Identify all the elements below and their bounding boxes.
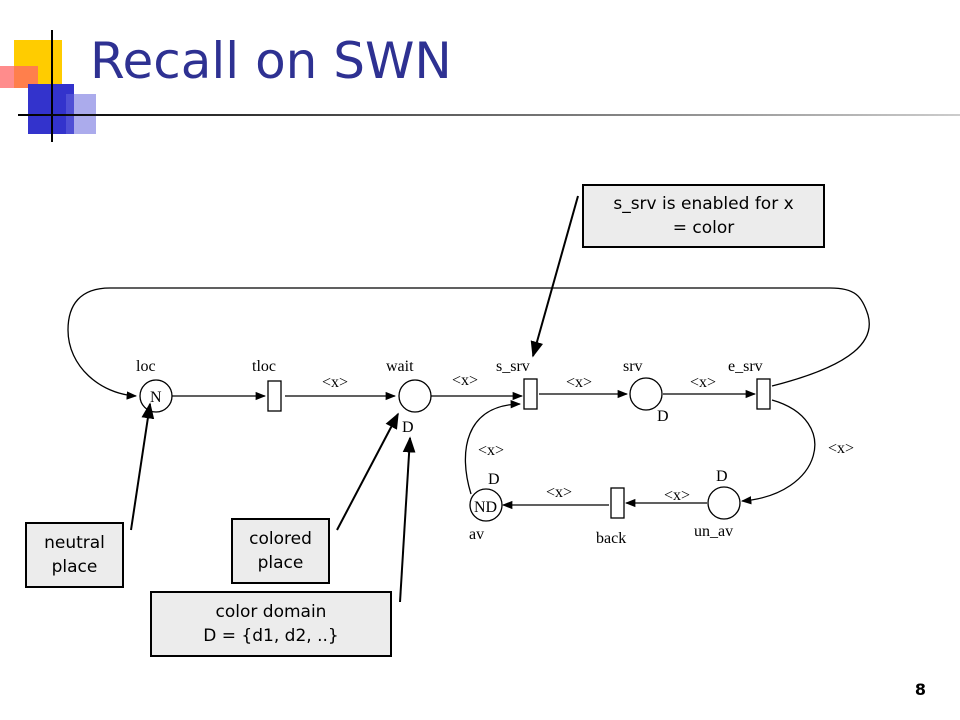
place-wait-label: wait [386,358,414,375]
pointer-neutral [130,402,155,531]
place-loc-marking: N [150,389,162,406]
transition-back [610,487,625,519]
arc-label-av-ssrv: <x> [478,442,504,459]
title-underline [18,114,960,116]
place-srv [629,377,663,411]
place-un-av-label: un_av [694,523,733,540]
place-av-marking: ND [474,499,497,516]
pointer-domain [399,436,416,603]
pointer-colored [336,412,399,531]
place-av-domain: D [488,471,500,488]
transition-tloc-label: tloc [252,358,276,375]
place-un-av-domain: D [716,468,728,485]
page-number: 8 [914,680,926,699]
transition-e-srv [756,378,771,410]
arc-label-srv-esrv: <x> [690,374,716,391]
place-srv-domain: D [657,408,669,425]
place-loc-label: loc [136,358,156,375]
transition-s-srv [523,378,538,410]
arc-label-esrv-unav: <x> [828,440,854,457]
place-av [469,488,503,522]
transition-tloc [267,380,282,412]
callout-neutral-place: neutral place [25,522,124,588]
arc-esrv-loc [67,287,870,400]
callout-s-srv-enabled: s_srv is enabled for x = color [582,184,825,248]
logo-vertical-line [51,30,53,142]
arc-label-ssrv-srv: <x> [566,374,592,391]
callout-colored-place: colored place [231,518,330,584]
place-wait-domain: D [402,419,414,436]
slide-title: Recall on SWN [90,32,452,90]
arc-label-unav-back: <x> [664,487,690,504]
place-wait [398,379,432,413]
transition-s-srv-label: s_srv [496,358,530,375]
transition-back-label: back [596,530,626,547]
arc-label-wait-ssrv: <x> [452,372,478,389]
place-un-av [707,486,741,520]
arc-label-tloc-wait: <x> [322,374,348,391]
arc-label-back-av: <x> [546,484,572,501]
logo-square-red [0,66,38,88]
arc-esrv-unav [740,399,816,505]
pointer-ssrv [530,195,579,358]
place-srv-label: srv [623,358,643,375]
place-av-label: av [469,526,484,543]
callout-color-domain: color domain D = {d1, d2, ..} [150,591,392,657]
arc-av-ssrv [464,400,522,495]
transition-e-srv-label: e_srv [728,358,763,375]
